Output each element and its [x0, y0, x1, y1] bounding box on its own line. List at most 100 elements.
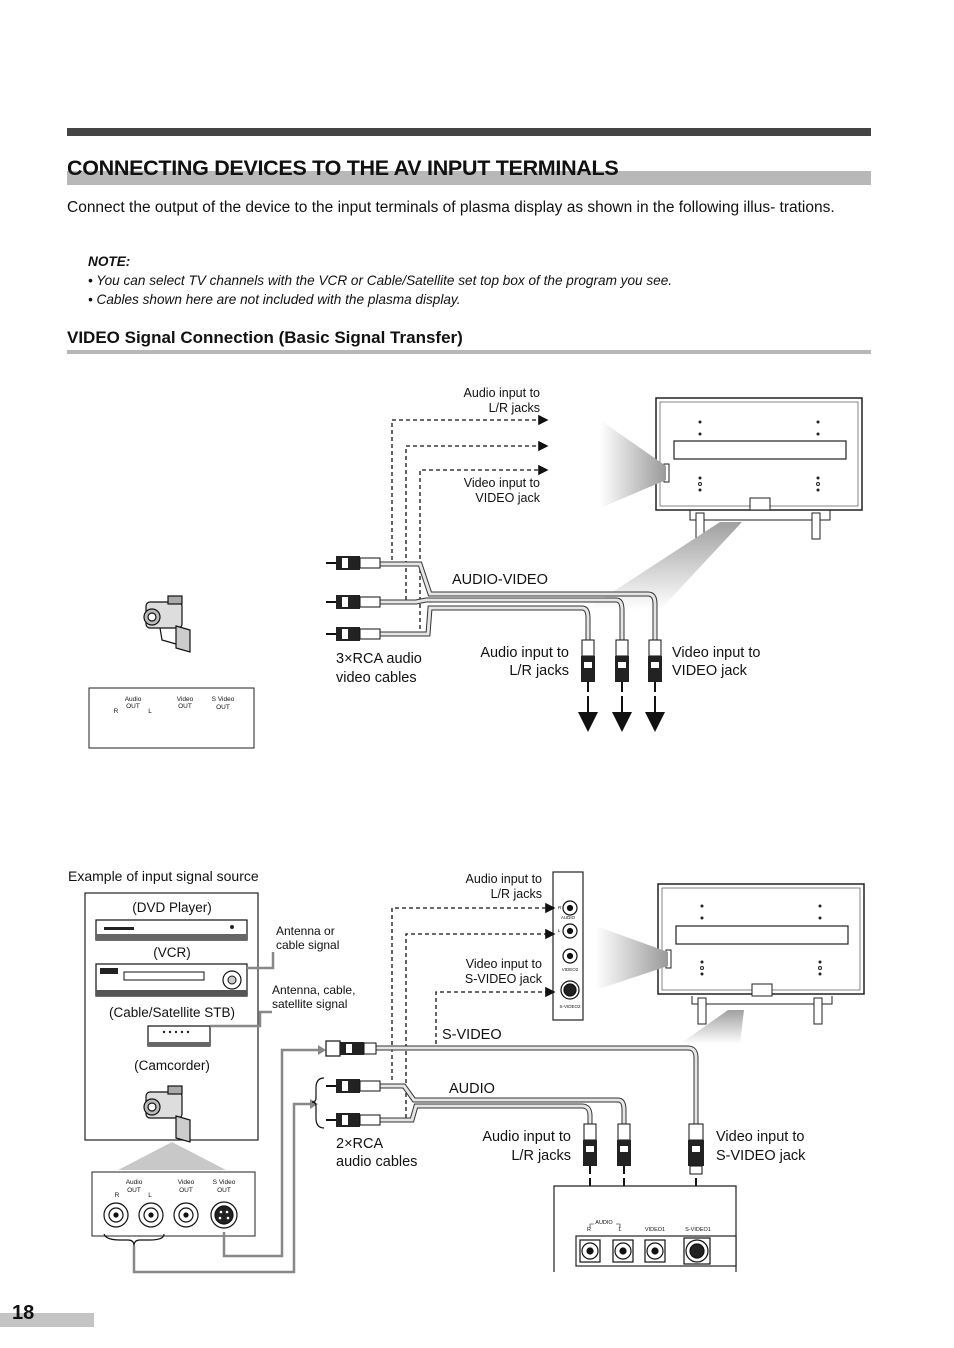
- label-video-input: VIDEO jack: [672, 663, 748, 679]
- svg-text:OUT: OUT: [127, 1187, 141, 1194]
- rca-plug-left: [326, 556, 381, 570]
- label-audio-input-top: Audio input to: [466, 872, 542, 886]
- svg-text:OUT: OUT: [126, 703, 140, 710]
- label-video-input: Video input to: [672, 645, 760, 661]
- label-example-source: Example of input signal source: [68, 868, 259, 884]
- camcorder-icon: [143, 595, 191, 653]
- rca-plug-vertical: [578, 639, 598, 732]
- svg-text:S-VIDEO2: S-VIDEO2: [559, 1004, 581, 1009]
- svg-text:Audio: Audio: [125, 696, 142, 703]
- zoom-beam: [118, 1142, 226, 1170]
- label-antenna: cable signal: [276, 938, 339, 952]
- rca-plug-left: [326, 627, 381, 641]
- label-audio-input-top: L/R jacks: [489, 401, 540, 415]
- svg-text:S Video: S Video: [212, 696, 235, 703]
- svg-text:OUT: OUT: [217, 1187, 231, 1194]
- svideo-plug-left: [325, 1040, 377, 1057]
- rca-plug-vertical: [580, 1123, 600, 1214]
- svg-text:R: R: [587, 1227, 591, 1233]
- label-svideo: S-VIDEO: [442, 1027, 502, 1043]
- intro-text: Connect the output of the device to the …: [67, 199, 835, 216]
- page-number-band: [0, 1313, 94, 1327]
- label-antenna-cable: Antenna, cable,: [272, 983, 355, 997]
- svg-text:R: R: [114, 708, 119, 715]
- label-svideo-input: S-VIDEO jack: [716, 1148, 806, 1164]
- zoom-beam: [596, 926, 668, 990]
- label-svideo-input: Video input to: [716, 1129, 804, 1145]
- zoom-beam: [585, 522, 742, 610]
- svg-text:AUDIO: AUDIO: [595, 1220, 613, 1226]
- source-output-panel: Audio OUT R L Video OUT S Video OUT: [88, 687, 255, 749]
- note-block: NOTE: • You can select TV channels with …: [88, 252, 878, 309]
- svg-text:OUT: OUT: [178, 703, 192, 710]
- zoom-beam: [680, 1010, 744, 1044]
- svg-text:L: L: [148, 708, 152, 715]
- label-svideo-input-top: S-VIDEO jack: [465, 972, 543, 986]
- label-audio-input: L/R jacks: [511, 1148, 571, 1164]
- label-audio-input: L/R jacks: [509, 663, 569, 679]
- label-camcorder: (Camcorder): [134, 1058, 210, 1073]
- label-audio-video: AUDIO-VIDEO: [452, 572, 548, 588]
- label-stb: (Cable/Satellite STB): [109, 1005, 235, 1020]
- label-cables: audio cables: [336, 1154, 417, 1170]
- side-input-panel: R AUDIO L VIDEO2 S-VIDEO2: [552, 871, 584, 1021]
- vcr-icon: [95, 963, 248, 997]
- svideo-plug-vertical: [686, 1123, 706, 1214]
- svg-text:OUT: OUT: [216, 704, 230, 711]
- page-number: 18: [12, 1302, 35, 1324]
- dashed-signal-lines: [391, 902, 556, 1118]
- antenna-line: [210, 1010, 272, 1028]
- svg-text:Video: Video: [177, 696, 194, 703]
- tv-rear-view: [657, 883, 865, 1025]
- label-audio: AUDIO: [449, 1081, 495, 1097]
- rca-plug-left: [326, 595, 381, 609]
- tv-rear-view: [655, 397, 863, 540]
- note-item: • You can select TV channels with the VC…: [88, 273, 673, 288]
- label-antenna-cable: satellite signal: [272, 997, 347, 1011]
- page-title: CONNECTING DEVICES TO THE AV INPUT TERMI…: [67, 156, 619, 180]
- svg-text:R: R: [558, 905, 562, 910]
- svg-text:L: L: [558, 928, 561, 933]
- svg-text:L: L: [148, 1192, 152, 1199]
- label-cables: video cables: [336, 670, 417, 686]
- antenna-line: [247, 952, 275, 970]
- svg-text:S-VIDEO1: S-VIDEO1: [685, 1227, 711, 1233]
- svg-text:OUT: OUT: [179, 1187, 193, 1194]
- label-video-input-top: VIDEO jack: [475, 491, 540, 505]
- label-audio-input-top: L/R jacks: [491, 887, 542, 901]
- dvd-player-icon: [95, 919, 248, 941]
- header-rule: [67, 128, 871, 136]
- source-link-lines: [132, 1048, 320, 1274]
- diagram-2: Example of input signal source (DVD Play…: [68, 868, 865, 1274]
- zoom-beam: [600, 420, 666, 508]
- title-band: [67, 171, 871, 185]
- rca-plug-left: [326, 1113, 381, 1127]
- arrow: [310, 1099, 318, 1109]
- brace: [311, 1077, 325, 1129]
- rca-plug-vertical: [645, 639, 665, 732]
- label-cables: 2×RCA: [336, 1136, 383, 1152]
- label-dvd: (DVD Player): [132, 900, 212, 915]
- svg-text:R: R: [115, 1192, 120, 1199]
- source-output-panel: Audio OUT R L Video OUT S Video OUT: [91, 1171, 256, 1237]
- svg-text:VIDEO2: VIDEO2: [562, 967, 579, 972]
- tv-terminal-panel: AUDIO R L VIDEO1 S-VIDEO1: [553, 1185, 737, 1272]
- svg-text:S Video: S Video: [213, 1179, 236, 1186]
- svg-text:VIDEO1: VIDEO1: [645, 1227, 665, 1233]
- svg-text:AUDIO: AUDIO: [561, 915, 576, 920]
- svg-text:L: L: [618, 1227, 621, 1233]
- label-antenna: Antenna or: [276, 924, 335, 938]
- label-audio-input: Audio input to: [480, 645, 569, 661]
- svg-text:Audio: Audio: [126, 1179, 143, 1186]
- dashed-signal-lines: [391, 414, 549, 636]
- diagram-1: Audio OUT R L Video OUT S Video OUT Audi…: [88, 386, 863, 749]
- label-audio-input-top: Audio input to: [464, 386, 540, 400]
- cables: [376, 1045, 699, 1124]
- label-video-input-top: Video input to: [464, 476, 540, 490]
- rca-cables: [380, 561, 658, 640]
- note-heading: NOTE:: [88, 254, 131, 269]
- note-item: • Cables shown here are not included wit…: [88, 292, 461, 307]
- svg-text:Video: Video: [178, 1179, 195, 1186]
- section-title: VIDEO Signal Connection (Basic Signal Tr…: [67, 328, 463, 347]
